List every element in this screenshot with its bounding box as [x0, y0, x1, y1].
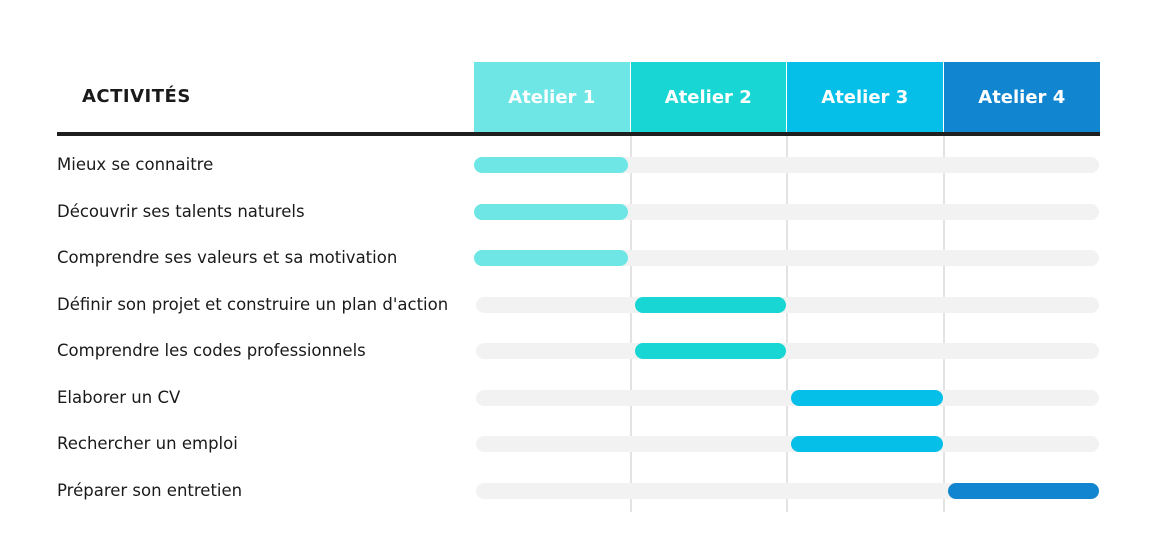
column-header-atelier-4: Atelier 4 [943, 62, 1100, 132]
activity-bar [474, 250, 628, 266]
activity-bar [474, 203, 628, 220]
row-label: Mieux se connaitre [57, 155, 214, 174]
column-divider [942, 136, 945, 512]
row-track [476, 436, 1099, 452]
column-header-atelier-2: Atelier 2 [630, 62, 786, 132]
row-label: Comprendre les codes professionnels [57, 341, 366, 360]
row-track [476, 343, 1099, 359]
row-track [476, 389, 1099, 406]
row-track [476, 482, 1099, 499]
activity-bar [474, 157, 628, 173]
row-label: Rechercher un emploi [57, 434, 238, 453]
row-label: Comprendre ses valeurs et sa motivation [57, 248, 398, 267]
row-label: Préparer son entretien [57, 480, 243, 500]
activities-header: ACTIVITÉS [82, 86, 191, 107]
row-track [476, 203, 1099, 220]
column-header-atelier-3: Atelier 3 [787, 62, 943, 132]
column-divider [629, 136, 632, 512]
row-label: Découvrir ses talents naturels [57, 201, 305, 221]
activity-bar [947, 482, 1099, 499]
row-track [476, 296, 1099, 313]
row-label: Elaborer un CV [57, 387, 181, 407]
activity-bar [634, 296, 786, 313]
activity-bar [791, 389, 943, 406]
activity-bar [791, 436, 943, 452]
column-divider [786, 136, 788, 512]
header-rule [57, 132, 1100, 136]
row-track [476, 157, 1099, 173]
activity-bar [634, 343, 786, 359]
row-track [476, 250, 1099, 266]
column-header-atelier-1: Atelier 1 [474, 62, 630, 132]
row-label: Définir son projet et construire un plan… [57, 294, 449, 314]
